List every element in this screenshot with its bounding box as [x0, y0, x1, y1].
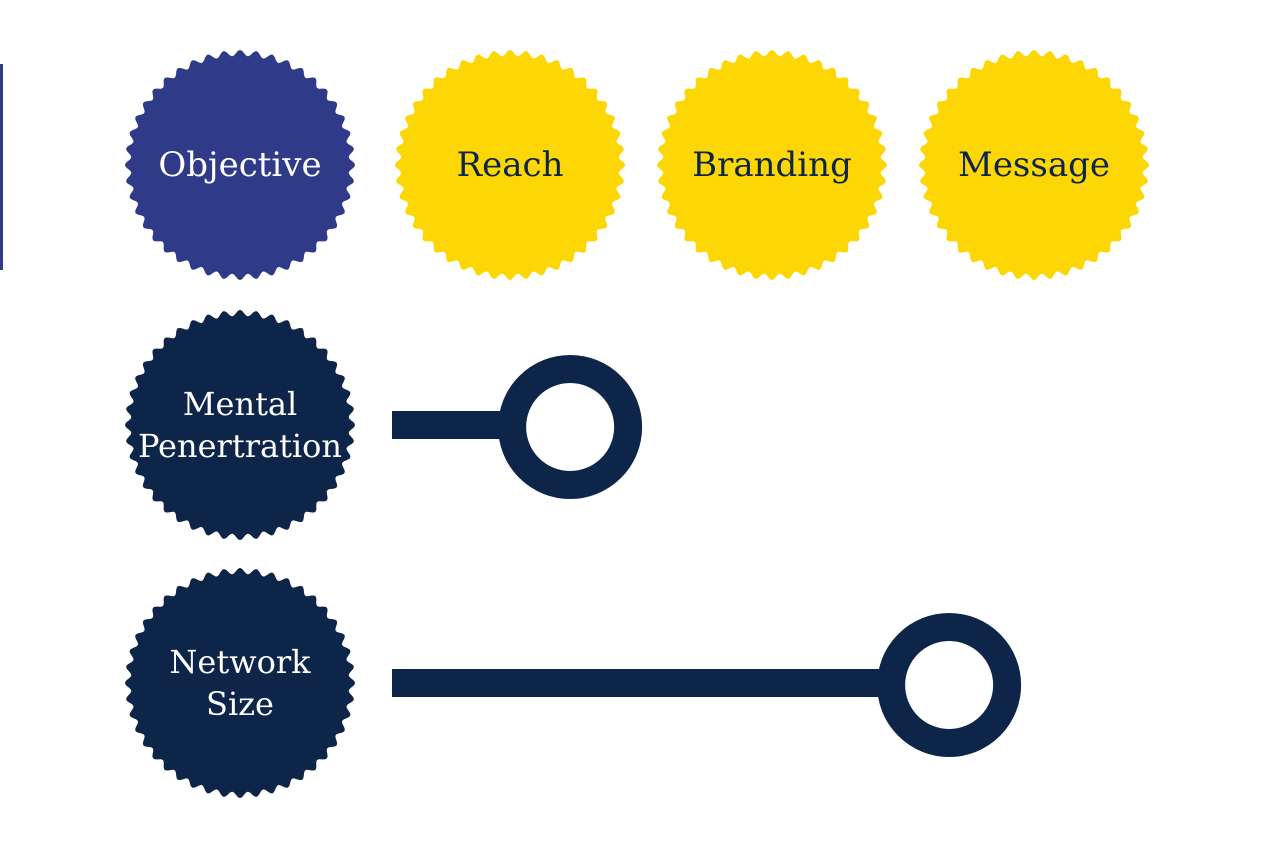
row-mental-penertration-label-line-1: Mental [183, 385, 297, 423]
column-message-label-line-1: Message [958, 145, 1110, 185]
row-network-size-scalloped-circle-icon [125, 568, 355, 798]
objective-badge: Objective [125, 50, 355, 280]
objective-label-line-1: Objective [158, 145, 321, 185]
row-network-size-label-line-1: Network [169, 643, 311, 681]
row-mental-penertration-scalloped-circle-icon [125, 310, 355, 540]
row-network-size-label-line-2: Size [206, 685, 274, 723]
column-branding-label-line-1: Branding [692, 145, 852, 185]
column-reach-badge: Reach [395, 50, 625, 280]
column-reach-label-line-1: Reach [457, 145, 564, 185]
column-branding-scalloped-circle-icon [657, 50, 887, 280]
row-network-size-track [392, 669, 950, 697]
row-mental-penertration-label-line-2: Penertration [138, 427, 342, 465]
column-message-badge: Message [919, 50, 1149, 280]
column-reach-scalloped-circle-icon [395, 50, 625, 280]
objective-scalloped-circle-icon [125, 50, 355, 280]
column-branding-badge: Branding [657, 50, 887, 280]
left-edge-bar [0, 64, 3, 270]
row-mental-penertration-ring-knob-icon[interactable] [498, 355, 643, 499]
row-network-size-ring-knob-icon[interactable] [877, 613, 1022, 757]
column-message-scalloped-circle-icon [919, 50, 1149, 280]
